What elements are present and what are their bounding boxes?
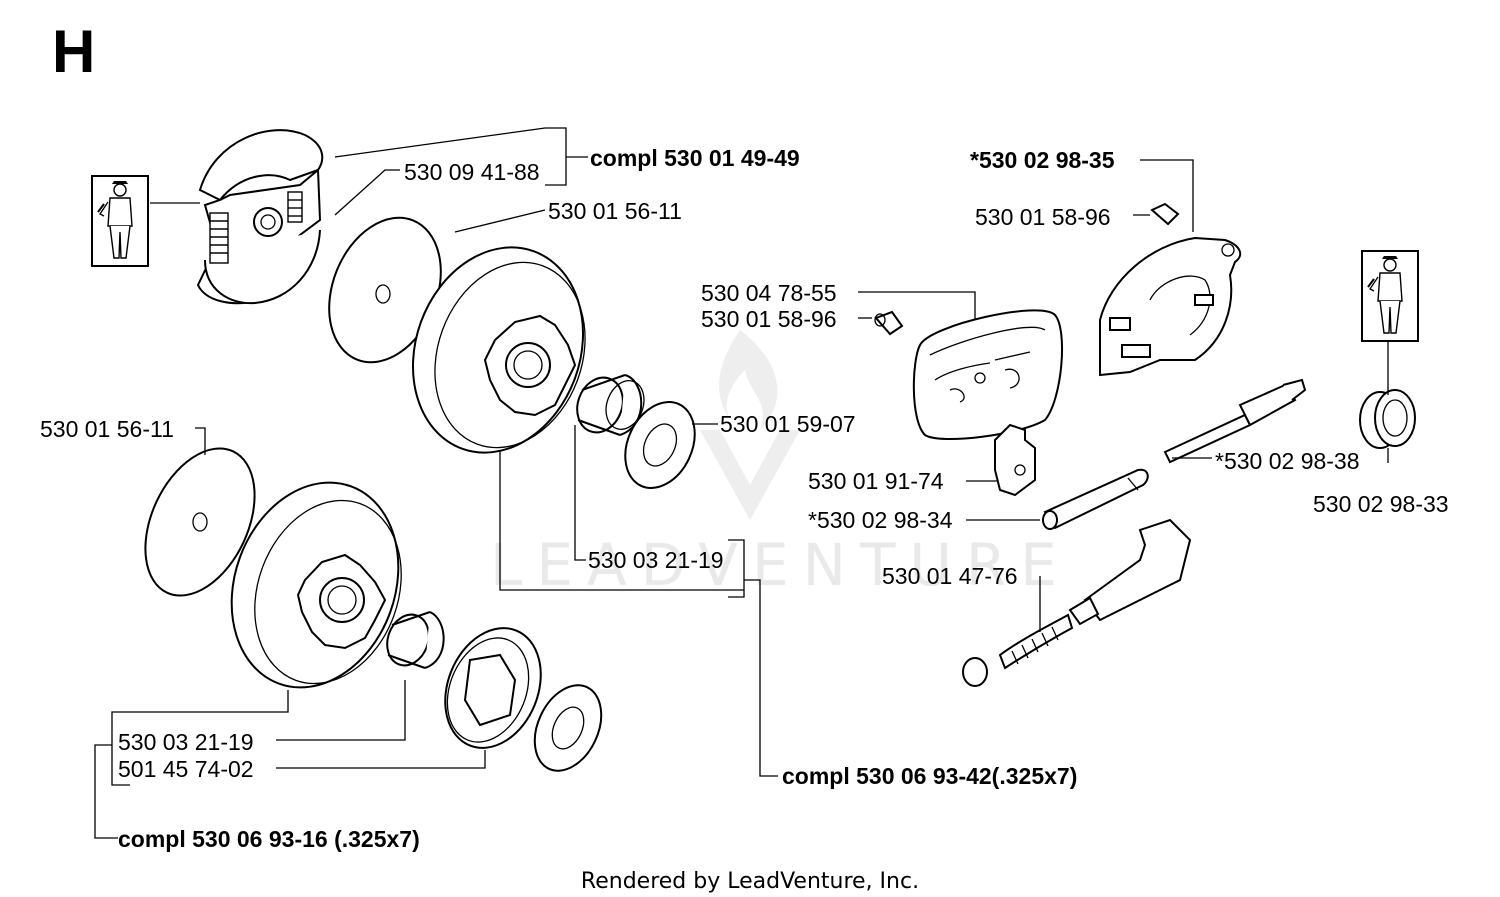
pump-piston-drawing	[962, 518, 1192, 687]
label-shaft: *530 02 98-38	[1215, 448, 1360, 474]
plate-drawing	[912, 309, 1064, 440]
needle-bearing-bottom-drawing	[386, 611, 445, 669]
clutch-drum-bottom-drawing	[230, 481, 402, 689]
watermark-text: LEADVENTURE	[490, 531, 1071, 599]
cover-drawing	[1099, 236, 1242, 377]
label-bushing: 530 02 98-33	[1313, 491, 1449, 517]
mechanic-icon-right	[1361, 250, 1419, 342]
shaft-drawing	[1163, 378, 1307, 464]
label-bearing-bottom: 530 03 21-19	[118, 729, 254, 755]
label-pump-piston: 530 01 47-76	[882, 563, 1018, 589]
label-screw-cover: 530 01 58-96	[975, 204, 1111, 230]
needle-bearing-top-drawing	[576, 374, 645, 436]
label-cover-assy: *530 02 98-35	[970, 147, 1115, 173]
washer-bottom-drawing	[533, 684, 603, 772]
washer-small-drawing	[624, 401, 696, 489]
bushing-drawing	[1359, 389, 1416, 449]
label-washer-small: 530 01 59-07	[720, 411, 856, 437]
label-compl-drum-bottom: compl 530 06 93-16 (.325x7)	[118, 826, 420, 852]
footer-credit: Rendered by LeadVenture, Inc.	[581, 869, 919, 894]
label-clutch-spring: 530 09 41-88	[404, 159, 540, 185]
label-bearing-top: 530 03 21-19	[588, 547, 724, 573]
rim-sprocket-drawing	[444, 627, 542, 749]
washer-left-drawing	[144, 447, 256, 597]
pin-drawing	[1042, 468, 1149, 530]
label-pin: *530 02 98-34	[808, 507, 953, 533]
label-plate: 530 04 78-55	[701, 280, 837, 306]
leader-lines	[94, 127, 1391, 839]
label-compl-drum-top: compl 530 06 93-42(.325x7)	[782, 763, 1077, 789]
label-washer-left: 530 01 56-11	[40, 416, 174, 442]
bracket-drawing	[994, 423, 1036, 497]
watermark: LEADVENTURE	[490, 330, 1071, 599]
label-washer-top: 530 01 56-11	[548, 198, 682, 224]
section-letter: H	[52, 18, 95, 85]
label-screw-plate: 530 01 58-96	[701, 306, 837, 332]
label-rim: 501 45 74-02	[118, 756, 254, 782]
clutch-drum-top-drawing	[411, 246, 586, 454]
label-bracket: 530 01 91-74	[808, 468, 944, 494]
screw-plate-drawing	[874, 310, 904, 336]
mechanic-icon-left	[91, 175, 149, 267]
label-compl-clutch: compl 530 01 49-49	[590, 145, 800, 171]
screw-cover-drawing	[1150, 202, 1180, 226]
clutch-assembly-drawing	[196, 129, 324, 305]
